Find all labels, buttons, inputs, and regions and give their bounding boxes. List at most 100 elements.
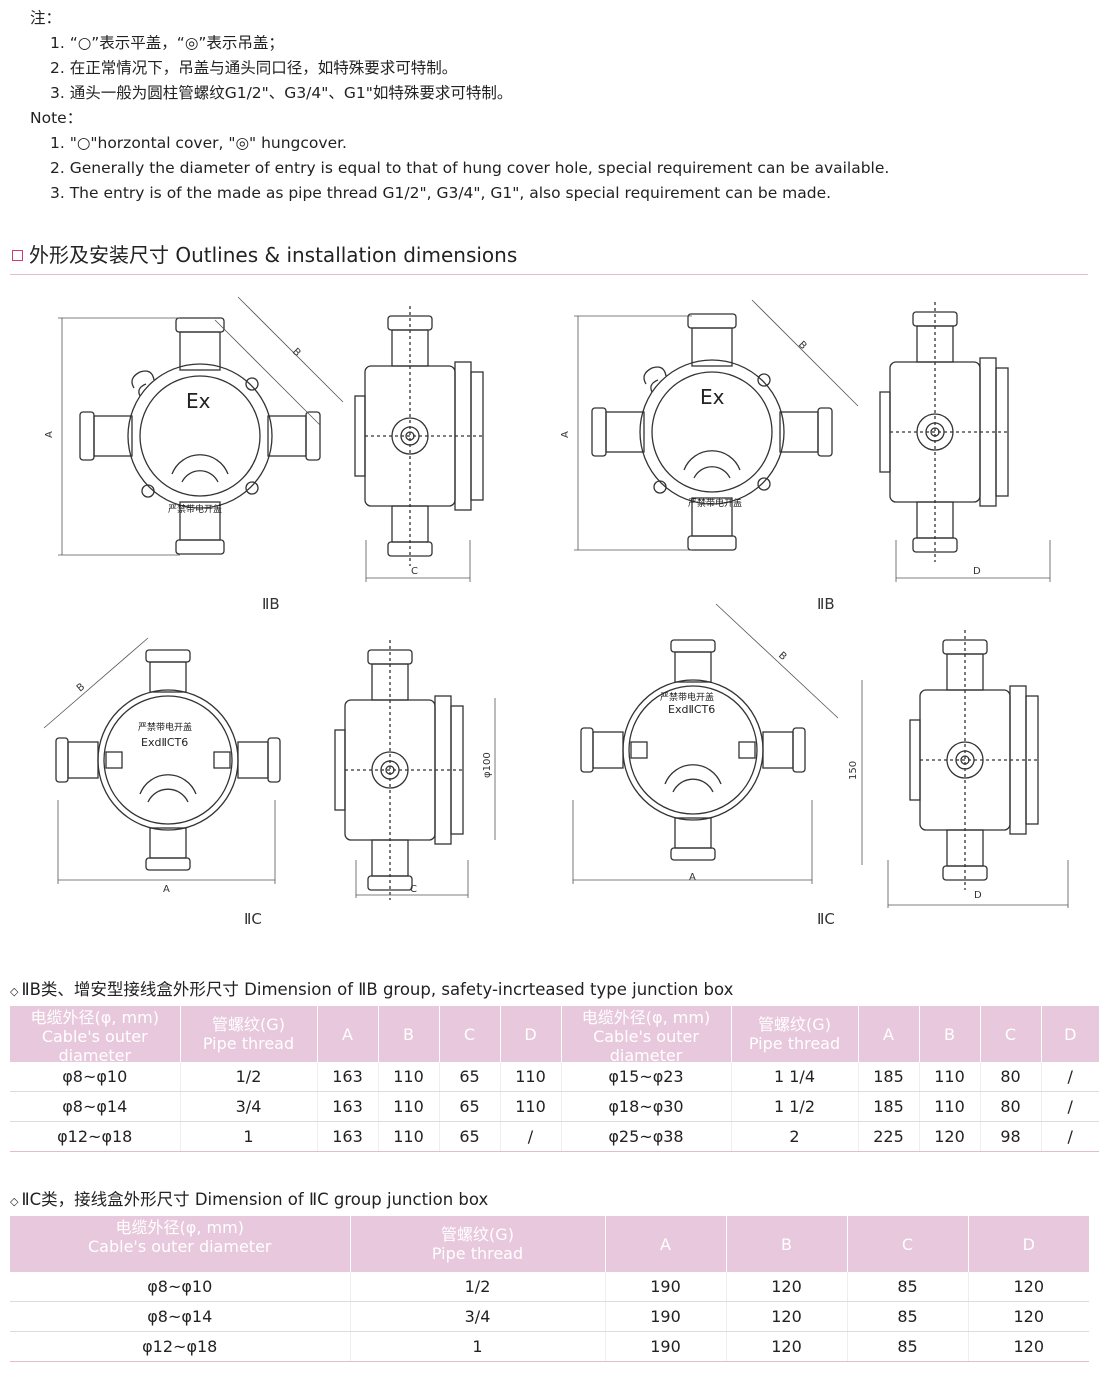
dim-d-label: D <box>973 566 981 577</box>
col-d: D <box>500 1006 562 1062</box>
front-view-iic-1 <box>55 649 281 871</box>
col-pipe-thread: 管螺纹(G)Pipe thread <box>180 1006 318 1062</box>
cell: 120 <box>968 1331 1089 1362</box>
cell: 163 <box>317 1062 379 1092</box>
cell: 190 <box>605 1301 727 1332</box>
group-label-iib-2: ⅡB <box>817 595 835 613</box>
col-b: B <box>378 1006 440 1062</box>
notes-en-head: Note： <box>30 109 83 127</box>
notes-cn-head: 注： <box>30 9 62 27</box>
col-c: C <box>847 1216 969 1272</box>
dim-b-label: B <box>290 346 303 359</box>
cell: / <box>1041 1121 1099 1152</box>
table-iic-title: ◇ⅡC类，接线盒外形尺寸 Dimension of ⅡC group junct… <box>10 1186 488 1210</box>
cell: 110 <box>919 1091 981 1122</box>
notes-cn-item: 1. “○”表示平盖，“◎”表示吊盖； <box>50 34 284 52</box>
side-view-iic-1 <box>334 639 466 901</box>
cell: 185 <box>858 1091 920 1122</box>
cell: 110 <box>378 1121 440 1152</box>
notes: 注： 1. “○”表示平盖，“◎”表示吊盖； 2. 在正常情况下，吊盖与通头同口… <box>30 6 889 206</box>
ex-marking: Ex <box>700 385 725 409</box>
cell: 163 <box>317 1121 379 1152</box>
table-iic: 电缆外径(φ, mm)Cable's outer diameter 管螺纹(G)… <box>10 1216 1089 1362</box>
cell: 120 <box>968 1301 1089 1332</box>
cell: 80 <box>980 1062 1042 1092</box>
col-a: A <box>317 1006 379 1062</box>
col-d: D <box>1064 1024 1077 1044</box>
cell: 65 <box>439 1062 501 1092</box>
cell: 1/2 <box>180 1062 318 1092</box>
notes-en-item: 1. "○"horzontal cover, "◎" hungcover. <box>50 134 347 152</box>
cell: 1/2 <box>350 1272 606 1302</box>
front-view-iic-2 <box>580 639 806 861</box>
table-iib-title-text: ⅡB类、增安型接线盒外形尺寸 Dimension of ⅡB group, sa… <box>21 980 734 999</box>
cell: 1 1/4 <box>731 1062 859 1092</box>
dim-b-label: B <box>776 650 789 663</box>
table-header-row: 电缆外径(φ, mm)Cable's outer diameter 管螺纹(G)… <box>10 1006 1099 1062</box>
cell: φ12~φ18 <box>10 1121 181 1152</box>
cell: 65 <box>439 1121 501 1152</box>
cell: 3/4 <box>350 1301 606 1332</box>
warning-text: 严禁带电开盖 <box>660 691 714 703</box>
cell: 185 <box>858 1062 920 1092</box>
cell: 225 <box>858 1121 920 1152</box>
notes-en-item: 3. The entry is of the made as pipe thre… <box>50 184 832 202</box>
cell: φ15~φ23 <box>561 1062 732 1092</box>
diamond-bullet-icon: ◇ <box>10 1195 19 1208</box>
col-pipe-thread: 管螺纹(G)Pipe thread <box>731 1006 859 1062</box>
phi100-label: φ100 <box>482 752 493 778</box>
cell: 190 <box>605 1272 727 1302</box>
warning-text: 严禁带电开盖 <box>688 497 742 509</box>
col-b: B <box>919 1006 981 1062</box>
cell: 110 <box>919 1062 981 1092</box>
section-title-text: 外形及安装尺寸 Outlines & installation dimensio… <box>29 243 518 267</box>
dim-a-label: A <box>560 431 571 438</box>
cell: 120 <box>726 1301 848 1332</box>
col-b: B <box>726 1216 848 1272</box>
exd-marking: ExdⅡCT6 <box>141 736 188 749</box>
notes-cn-item: 2. 在正常情况下，吊盖与通头同口径，如特殊要求可特制。 <box>50 59 458 77</box>
cell: 190 <box>605 1331 727 1362</box>
cell: 85 <box>847 1331 969 1362</box>
cell: 65 <box>439 1091 501 1122</box>
side-view-iib-1 <box>354 305 486 567</box>
cell: φ8~φ10 <box>10 1062 181 1092</box>
col-d: D <box>1022 1234 1035 1254</box>
cell: φ12~φ18 <box>10 1331 351 1362</box>
cell: 110 <box>500 1062 562 1092</box>
table-iib: 电缆外径(φ, mm)Cable's outer diameter 管螺纹(G)… <box>10 1006 1099 1152</box>
table-iib-title: ◇ⅡB类、增安型接线盒外形尺寸 Dimension of ⅡB group, s… <box>10 976 733 1000</box>
cell: φ8~φ14 <box>10 1301 351 1332</box>
cell: 98 <box>980 1121 1042 1152</box>
dim-a-label: A <box>163 884 170 895</box>
cell: 163 <box>317 1091 379 1122</box>
front-view-iib-1 <box>79 317 321 555</box>
group-label-iic-2: ⅡC <box>817 910 835 928</box>
cell: φ25~φ38 <box>561 1121 732 1152</box>
dim-d-label: D <box>974 890 982 901</box>
diamond-bullet-icon: ◇ <box>10 985 19 998</box>
cell: 110 <box>378 1062 440 1092</box>
dim-c-label: C <box>411 566 418 577</box>
cell: 1 <box>180 1121 318 1152</box>
warning-text: 严禁带电开盖 <box>168 503 222 515</box>
front-view-iib-2 <box>591 313 833 551</box>
group-label-iic-1: ⅡC <box>244 910 262 928</box>
cell: 120 <box>919 1121 981 1152</box>
side-view-iib-2 <box>879 301 1011 563</box>
ex-marking: Ex <box>186 389 211 413</box>
table-header-row: 电缆外径(φ, mm)Cable's outer diameter 管螺纹(G)… <box>10 1216 1089 1272</box>
col-cable-diameter: 电缆外径(φ, mm)Cable's outer diameter <box>561 1006 732 1062</box>
section-title: 外形及安装尺寸 Outlines & installation dimensio… <box>10 240 1088 275</box>
cell: 120 <box>968 1272 1089 1302</box>
cell: 120 <box>726 1272 848 1302</box>
side-view-iic-2 <box>909 629 1041 891</box>
dim-b-label: B <box>796 339 809 352</box>
cell: φ18~φ30 <box>561 1091 732 1122</box>
cell: 110 <box>500 1091 562 1122</box>
square-bullet-icon <box>12 250 23 261</box>
